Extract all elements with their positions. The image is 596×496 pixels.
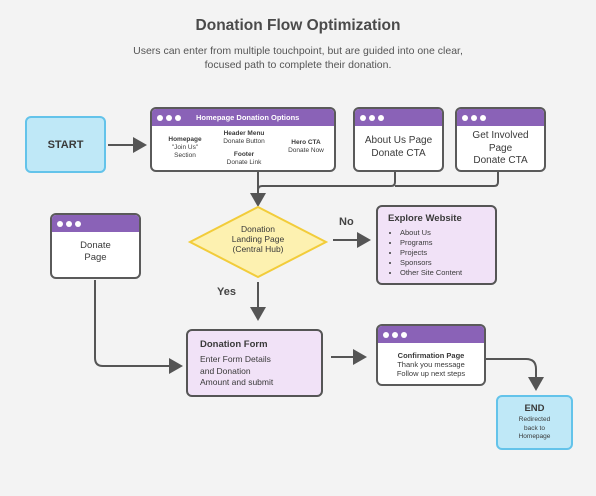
landing-page-label: Donation Landing Page (Central Hub) [208, 224, 308, 254]
confirmation-body: Confirmation Page Thank you message Foll… [378, 343, 484, 378]
hero-cta-option: Hero CTA Donate Now [278, 139, 334, 155]
window-dot-icon [360, 114, 366, 121]
window-title-bar [355, 109, 442, 126]
end-text: back to [524, 424, 545, 432]
end-label: END [524, 403, 545, 415]
connector-about-us [257, 171, 396, 191]
list-item: Other Site Content [400, 268, 495, 278]
get-involved-cta: Donate CTA [473, 155, 528, 166]
yes-label: Yes [217, 286, 236, 298]
window-dot-icon [75, 220, 81, 227]
confirmation-window: Confirmation Page Thank you message Foll… [376, 324, 486, 386]
list-item: Programs [400, 238, 495, 248]
get-involved-label: Get Involved [472, 130, 529, 141]
explore-list: About Us Programs Projects Sponsors Othe… [378, 228, 495, 278]
header-menu-option: Header Menu Donate Button [214, 130, 274, 146]
form-step-text: Enter Form Details [200, 354, 271, 364]
window-dot-icon [392, 331, 398, 338]
window-dot-icon [480, 114, 486, 121]
window-dot-icon [369, 114, 375, 121]
homepage-join-us-option: Homepage "Join Us" Section [159, 136, 211, 160]
landing-text: Donation [240, 224, 276, 234]
arrow-donate-page-to-form [94, 280, 183, 374]
donation-form-title: Donation Form [200, 339, 268, 350]
option-label: Homepage [168, 136, 202, 143]
donation-form-box: Donation Form Enter Form Details and Don… [186, 329, 323, 397]
form-step-text: Amount and submit [200, 377, 274, 387]
end-description: Redirected back to Homepage [519, 416, 551, 442]
window-dot-icon [166, 114, 172, 121]
window-dot-icon [175, 114, 181, 121]
option-text: Donate Now [288, 147, 324, 154]
landing-text: (Central Hub) [232, 244, 284, 254]
end-text: Homepage [518, 433, 551, 441]
about-us-cta: Donate CTA [371, 147, 426, 159]
about-us-body: About Us Page Donate CTA [355, 126, 442, 160]
window-dot-icon [66, 220, 72, 227]
donation-form-steps: Enter Form Details and Donation Amount a… [200, 354, 321, 389]
list-item: Sponsors [400, 258, 495, 268]
window-dot-icon [401, 331, 407, 338]
window-title-bar [52, 215, 139, 232]
option-label: Header Menu [223, 130, 265, 137]
get-involved-body: Get Involved Page Donate CTA [457, 126, 544, 168]
about-us-label: About Us Page [364, 135, 433, 146]
end-text: Redirected [518, 416, 551, 424]
option-text: Donate Link [226, 159, 262, 166]
window-title-bar [457, 109, 544, 126]
window-dot-icon [471, 114, 477, 121]
donate-page-label: Donate [80, 240, 111, 251]
window-dot-icon [57, 220, 63, 227]
form-step-text: and Donation [200, 365, 251, 376]
about-us-window: About Us Page Donate CTA [353, 107, 444, 172]
window-dot-icon [462, 114, 468, 121]
window-dot-icon [157, 114, 163, 121]
option-label: Footer [233, 151, 255, 158]
explore-website-box: Explore Website About Us Programs Projec… [376, 205, 497, 285]
get-involved-label: Page [488, 142, 513, 154]
start-label: START [47, 138, 84, 151]
option-text: "Join Us" [171, 144, 199, 151]
donate-page-window: Donate Page [50, 213, 141, 279]
landing-diamond [187, 205, 329, 279]
homepage-options-window: Homepage Donation Options Homepage "Join… [150, 107, 336, 172]
window-dot-icon [378, 114, 384, 121]
page-title: Donation Flow Optimization [195, 17, 401, 34]
option-text: Donate Button [223, 138, 265, 145]
list-item: About Us [400, 228, 495, 238]
list-item: Projects [400, 248, 495, 258]
confirmation-text: Thank you message [397, 360, 465, 369]
page-subtitle: Users can enter from multiple touchpoint… [133, 45, 463, 71]
option-text: Section [174, 152, 196, 159]
homepage-options-title: Homepage Donation Options [196, 113, 300, 122]
start-node: START [25, 116, 106, 173]
window-dot-icon [383, 331, 389, 338]
footer-option: Footer Donate Link [214, 151, 274, 167]
get-involved-window: Get Involved Page Donate CTA [455, 107, 546, 172]
connector-get-involved [395, 171, 499, 187]
arrow-confirmation-to-end [486, 358, 544, 391]
no-label: No [339, 216, 354, 228]
confirmation-text: Follow up next steps [396, 369, 466, 378]
landing-text: Landing Page [231, 234, 285, 244]
option-label: Hero CTA [291, 139, 321, 146]
explore-title: Explore Website [388, 213, 462, 224]
window-title-bar [378, 326, 484, 343]
window-title-bar: Homepage Donation Options [152, 109, 334, 126]
confirmation-title: Confirmation Page [397, 351, 465, 360]
end-node: END Redirected back to Homepage [496, 395, 573, 450]
donate-page-label: Page [84, 252, 107, 263]
donate-page-body: Donate Page [52, 232, 139, 264]
